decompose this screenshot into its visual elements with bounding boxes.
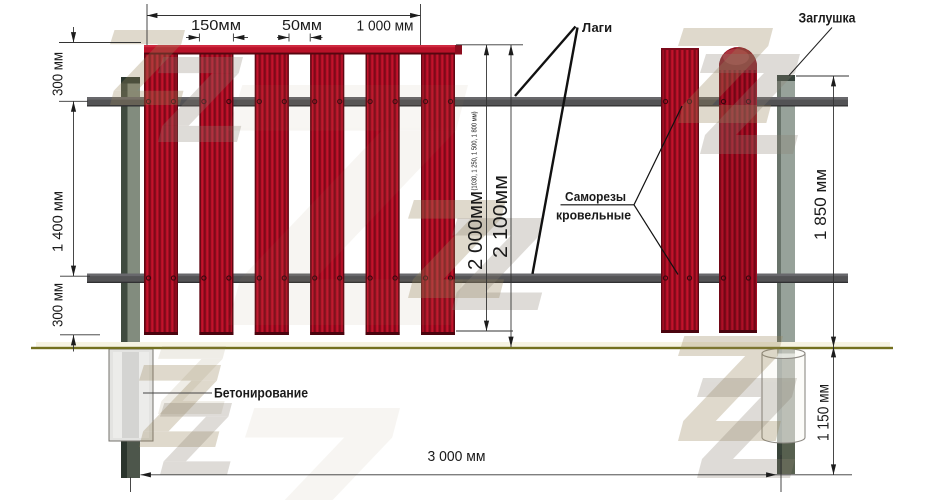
svg-text:Бетонирование: Бетонирование: [214, 385, 308, 401]
svg-text:Саморезы: Саморезы: [565, 189, 626, 204]
svg-text:Лаги: Лаги: [582, 20, 612, 35]
svg-text:50мм: 50мм: [282, 18, 322, 34]
svg-text:2 100мм: 2 100мм: [489, 175, 512, 258]
svg-text:1 150 мм: 1 150 мм: [816, 384, 833, 441]
svg-text:1 000 мм: 1 000 мм: [357, 19, 414, 35]
svg-text:1 850 мм: 1 850 мм: [812, 169, 830, 240]
svg-text:кровельные: кровельные: [556, 208, 631, 223]
svg-text:2 000мм: 2 000мм: [464, 191, 487, 270]
svg-text:300 мм: 300 мм: [51, 283, 67, 327]
svg-text:(1030, 1 250, 1 500, 1 800 мм): (1030, 1 250, 1 500, 1 800 мм): [470, 112, 479, 191]
svg-text:150мм: 150мм: [191, 18, 241, 34]
svg-text:1 400 мм: 1 400 мм: [51, 191, 67, 252]
svg-text:Заглушка: Заглушка: [799, 10, 856, 25]
svg-text:3 000 мм: 3 000 мм: [428, 448, 486, 465]
svg-text:300 мм: 300 мм: [51, 52, 67, 96]
